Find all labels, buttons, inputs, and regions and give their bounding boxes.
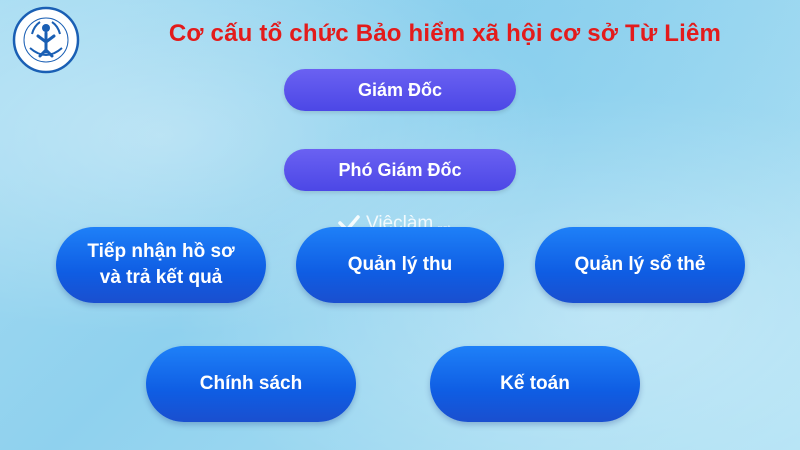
node-deputy-director-label: Phó Giám Đốc — [338, 159, 462, 180]
node-reception-label-line2: và trả kết quả — [99, 267, 223, 288]
node-director: Giám Đốc — [284, 69, 516, 111]
node-revenue: Quản lý thu — [296, 227, 504, 303]
node-policy: Chính sách — [146, 346, 356, 422]
node-card-management: Quản lý sổ thẻ — [535, 227, 745, 303]
node-policy-label: Chính sách — [199, 373, 303, 394]
node-deputy-director: Phó Giám Đốc — [284, 149, 516, 191]
node-director-label: Giám Đốc — [357, 79, 443, 100]
node-accounting-label: Kế toán — [500, 373, 570, 394]
page-title: Cơ cấu tổ chức Bảo hiểm xã hội cơ sở Từ … — [168, 20, 722, 47]
node-reception-label-line1: Tiếp nhận hồ sơ — [87, 241, 235, 262]
node-revenue-label: Quản lý thu — [347, 254, 453, 275]
node-reception: Tiếp nhận hồ sơ và trả kết quả — [56, 227, 266, 303]
node-card-management-label: Quản lý sổ thẻ — [574, 254, 706, 275]
node-accounting: Kế toán — [430, 346, 640, 422]
bhxh-logo-icon — [8, 4, 84, 76]
